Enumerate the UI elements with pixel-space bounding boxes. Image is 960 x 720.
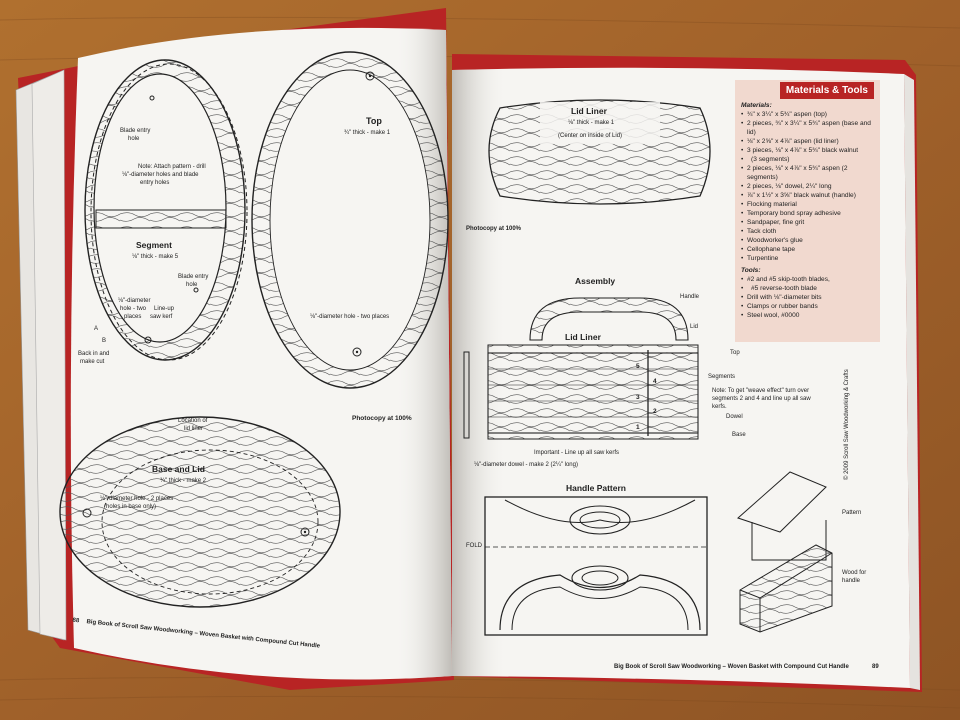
tool-item: Clamps or rubber bands xyxy=(741,302,876,311)
material-item: Flocking material xyxy=(741,200,876,209)
materials-tools-box: Materials & Tools Materials: ¾" x 3¼" x … xyxy=(735,80,880,342)
materials-list: ¾" x 3¼" x 5¾" aspen (top) 2 pieces, ¾" … xyxy=(741,110,876,263)
material-item: Turpentine xyxy=(741,254,876,263)
lid-liner-note: (Center on inside of Lid) xyxy=(558,133,622,139)
material-item: Woodworker's glue xyxy=(741,236,876,245)
assembly-top: Top xyxy=(730,350,740,356)
assembly-title: Assembly xyxy=(575,276,615,286)
copyright: © 2009 Scroll Saw Woodworking & Crafts xyxy=(843,369,850,480)
assembly-segments: Segments xyxy=(708,374,735,380)
assembly-important: Important - Line up all saw kerfs xyxy=(534,450,619,456)
tool-item: Steel wool, #0000 xyxy=(741,311,876,320)
materials-tools-header: Materials & Tools xyxy=(779,82,874,99)
base-title: Base and Lid xyxy=(152,464,205,474)
assembly-dowel: Dowel xyxy=(726,414,743,420)
material-item: Temporary bond spray adhesive xyxy=(741,209,876,218)
segment-title: Segment xyxy=(136,240,172,250)
material-item: 2 pieces, ⅛" x 4⅞" x 5¾" aspen (2 segmen… xyxy=(741,164,876,182)
segment-sub: ⅛" thick - make 5 xyxy=(132,254,179,260)
tools-list: #2 and #5 skip-tooth blades, #5 reverse-… xyxy=(741,275,876,320)
lid-liner-sub: ⅛" thick - make 1 xyxy=(568,120,615,126)
material-item: ¾" x 3¼" x 5¾" aspen (top) xyxy=(741,110,876,119)
segment-number-4: 4 xyxy=(653,378,657,385)
left-page-number: 88 xyxy=(72,618,80,625)
material-item: Tack cloth xyxy=(741,227,876,236)
segment-number-1: 1 xyxy=(636,424,640,431)
assembly-lid: Lid xyxy=(690,324,698,330)
segment-letter-b: B xyxy=(102,338,106,344)
segment-pattern xyxy=(84,59,248,361)
assembly-diagram xyxy=(463,297,699,440)
handle-pattern xyxy=(484,496,708,636)
segment-number-5: 5 xyxy=(636,363,640,370)
segment-letter-a: A xyxy=(94,326,98,332)
top-photocopy: Photocopy at 100% xyxy=(352,415,412,422)
material-item: 2 pieces, ⅛" dowel, 2¼" long xyxy=(741,182,876,191)
material-item: 2 pieces, ¾" x 3¼" x 5¾" aspen (base and… xyxy=(741,119,876,137)
segment-number-3: 3 xyxy=(636,394,640,401)
segment-number-2: 2 xyxy=(653,408,657,415)
tool-item: #2 and #5 skip-tooth blades, xyxy=(741,275,876,284)
handle-title: Handle Pattern xyxy=(566,483,626,493)
top-pattern xyxy=(251,51,449,389)
base-sub: ¾" thick - make 2 xyxy=(160,478,207,484)
right-page-number: 89 xyxy=(872,664,879,670)
material-item: Cellophane tape xyxy=(741,245,876,254)
lid-liner-pattern xyxy=(488,99,711,205)
lid-liner-photocopy: Photocopy at 100% xyxy=(466,226,522,232)
assembly-base: Base xyxy=(732,432,746,438)
material-item: ⅛" x 2⅝" x 4⅞" aspen (lid liner) xyxy=(741,137,876,146)
material-item: ⅞" x 1½" x 3⅝" black walnut (handle) xyxy=(741,191,876,200)
base-lid-pattern xyxy=(59,416,341,608)
handle-pattern-label: Pattern xyxy=(842,510,861,516)
materials-tools-body: Materials: ¾" x 3¼" x 5¾" aspen (top) 2 … xyxy=(741,98,876,320)
top-sub: ¾" thick - make 1 xyxy=(344,130,391,136)
material-item: 3 pieces, ⅛" x 4⅞" x 5¾" black walnut xyxy=(741,146,876,155)
handle-blocks xyxy=(737,471,833,633)
tools-heading: Tools: xyxy=(741,267,761,274)
right-footer-text: Big Book of Scroll Saw Woodworking – Wov… xyxy=(614,664,849,670)
assembly-handle: Handle xyxy=(680,294,700,300)
tool-item: #5 reverse-tooth blade xyxy=(741,284,876,293)
tool-item: Drill with ⅛"-diameter bits xyxy=(741,293,876,302)
base-hole-note: ⅛"-diameter hole - 2 places(holes in bas… xyxy=(100,496,173,510)
material-item: (3 segments) xyxy=(741,155,876,164)
handle-fold: FOLD xyxy=(466,543,483,549)
lid-liner-title: Lid Liner xyxy=(571,106,608,116)
material-item: Sandpaper, fine grit xyxy=(741,218,876,227)
materials-heading: Materials: xyxy=(741,102,772,109)
top-title: Top xyxy=(366,116,382,126)
assembly-lid-liner: Lid Liner xyxy=(565,332,602,342)
top-hole-note: ⅛"-diameter hole - two places xyxy=(310,314,389,320)
assembly-dowel-note: ⅛"-diameter dowel - make 2 (2¼" long) xyxy=(474,462,578,468)
